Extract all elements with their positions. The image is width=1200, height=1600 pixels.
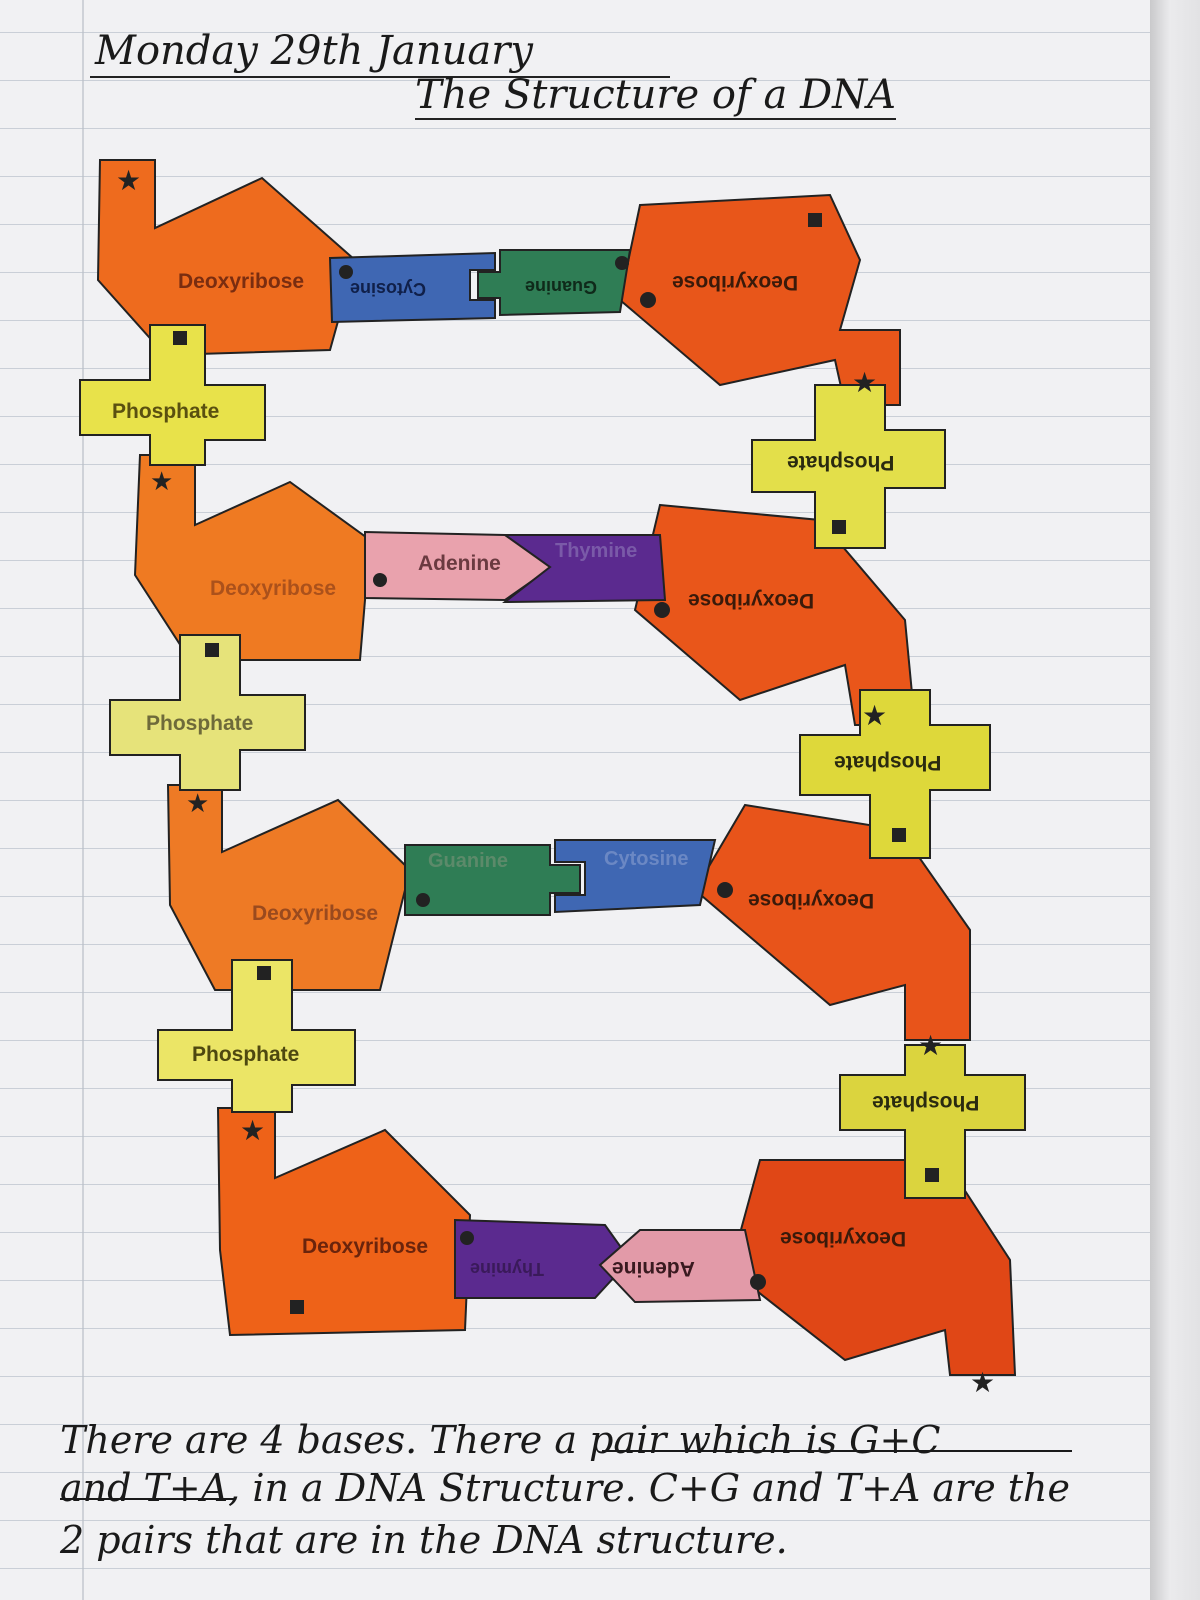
label-thymine-1: Thymine: [555, 540, 638, 562]
label-phosphate-right-1: Phosphate: [787, 451, 895, 474]
handwritten-title: The Structure of a DNA: [415, 72, 897, 120]
ruled-line: [0, 1136, 1150, 1137]
svg-text:★: ★: [116, 166, 141, 197]
label-deoxyribose-left-3: Deoxyribose: [252, 902, 379, 925]
label-deoxyribose-left-1: Deoxyribose: [178, 270, 305, 293]
ruled-line: [0, 1328, 1150, 1329]
label-phosphate-right-3: Phosphate: [872, 1091, 980, 1114]
ruled-line: [0, 128, 1150, 129]
ruled-line: [0, 224, 1150, 225]
label-phosphate-left-2: Phosphate: [146, 712, 254, 735]
label-thymine-2: Thymine: [470, 1259, 545, 1279]
ruled-line: [0, 368, 1150, 369]
ruled-line: [0, 1376, 1150, 1377]
label-adenine-1: Adenine: [418, 552, 501, 575]
sugar-left-4: [216, 1107, 472, 1337]
svg-text:★: ★: [240, 1116, 265, 1147]
ruled-line: [0, 1424, 1150, 1425]
label-phosphate-left-1: Phosphate: [112, 400, 220, 423]
ruled-line: [0, 1568, 1150, 1569]
dna-model: ★ ★ ★ ★ ★ ★ ★ ★: [79, 159, 1026, 1399]
ruled-line: [0, 416, 1150, 417]
ruled-line: [0, 1520, 1150, 1521]
label-guanine-2: Guanine: [428, 850, 509, 872]
base-adenine-2: [598, 1229, 762, 1304]
base-guanine-1: [477, 249, 632, 317]
note-line-3: 2 pairs that are in the DNA structure.: [60, 1518, 788, 1562]
note-line-1: There are 4 bases. There a pair which is…: [60, 1418, 941, 1462]
ruled-line: [0, 656, 1150, 657]
ruled-line: [0, 800, 1150, 801]
base-thymine-1: [501, 534, 667, 604]
svg-text:★: ★: [862, 701, 887, 732]
svg-text:★: ★: [852, 368, 877, 399]
label-cytosine-1: Cytosine: [350, 279, 427, 299]
handwritten-date: Monday 29th January: [95, 28, 533, 74]
label-deoxyribose-right-2: Deoxyribose: [688, 589, 815, 612]
ruled-line: [0, 176, 1150, 177]
label-deoxyribose-right-1: Deoxyribose: [672, 271, 799, 294]
ruled-line: [0, 1184, 1150, 1185]
label-cytosine-2: Cytosine: [604, 848, 689, 870]
margin-line: [82, 0, 84, 1600]
svg-text:★: ★: [918, 1031, 943, 1062]
ruled-line: [0, 1472, 1150, 1473]
note-line-2-strikethrough: [60, 1498, 235, 1500]
sugar-right-3: [693, 803, 971, 1041]
note-line-1-strikethrough: [602, 1450, 1072, 1452]
label-phosphate-right-2: Phosphate: [834, 751, 942, 774]
next-notebook-page-edge: [1150, 0, 1200, 1600]
label-deoxyribose-left-2: Deoxyribose: [210, 577, 337, 600]
label-phosphate-left-3: Phosphate: [192, 1043, 300, 1066]
label-deoxyribose-right-4: Deoxyribose: [780, 1227, 907, 1250]
ruled-line: [0, 32, 1150, 33]
ruled-line: [0, 320, 1150, 321]
label-deoxyribose-left-4: Deoxyribose: [302, 1235, 429, 1258]
base-cytosine-2: [554, 839, 717, 914]
phosphate-left-1: [79, 324, 266, 466]
ruled-line: [0, 992, 1150, 993]
ruled-line: [0, 80, 1150, 81]
svg-text:★: ★: [970, 1368, 995, 1399]
label-adenine-2: Adenine: [612, 1257, 695, 1280]
ruled-line: [0, 512, 1150, 513]
phosphate-right-2: [799, 689, 991, 859]
sugar-right-2: [633, 503, 917, 726]
ruled-line: [0, 1088, 1150, 1089]
ruled-line: [0, 1040, 1150, 1041]
svg-text:★: ★: [186, 789, 209, 818]
base-guanine-2: [404, 844, 581, 916]
ruled-line: [0, 944, 1150, 945]
phosphate-right-3: [839, 1044, 1026, 1199]
sugar-right-1: [618, 193, 901, 406]
label-deoxyribose-right-3: Deoxyribose: [748, 889, 875, 912]
date-underline: [90, 76, 670, 78]
phosphate-left-2: [109, 634, 306, 791]
phosphate-left-3: [157, 959, 356, 1113]
ruled-line: [0, 704, 1150, 705]
label-guanine-1: Guanine: [525, 277, 598, 297]
model-markers: ★ ★ ★ ★ ★ ★ ★ ★: [116, 166, 995, 1399]
ruled-line: [0, 752, 1150, 753]
base-cytosine-1: [328, 251, 496, 324]
note-line-2: and T+A, in a DNA Structure. C+G and T+A…: [60, 1466, 1070, 1510]
svg-text:★: ★: [150, 467, 173, 496]
ruled-line: [0, 464, 1150, 465]
phosphate-right-1: [751, 384, 946, 549]
sugar-right-4: [728, 1159, 1017, 1376]
ruled-line: [0, 608, 1150, 609]
